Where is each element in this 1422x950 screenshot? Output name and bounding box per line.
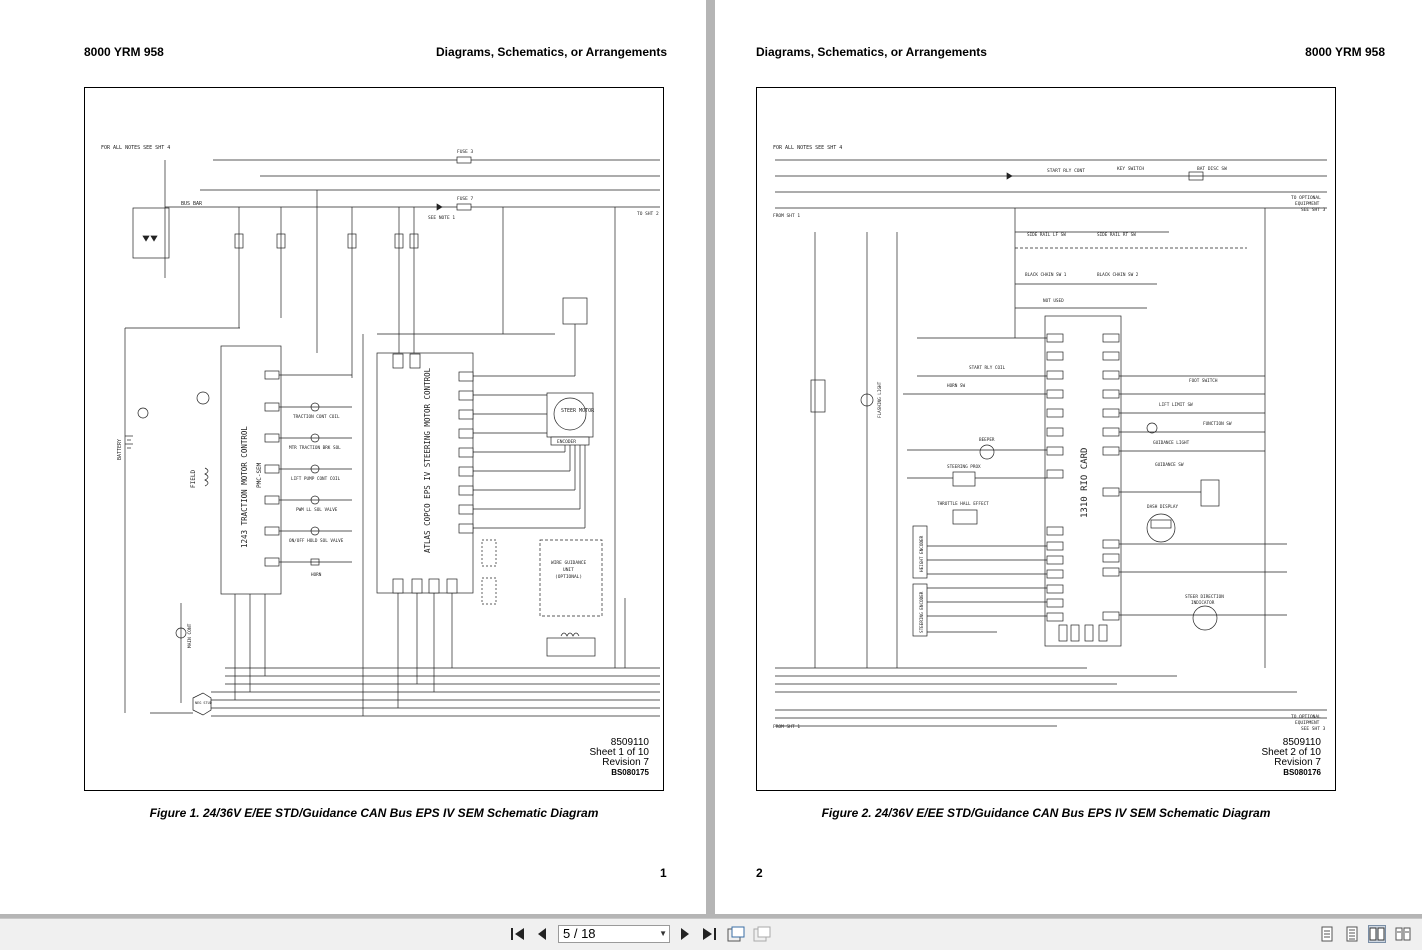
svg-text:NEG STUD: NEG STUD [195,701,212,705]
title-block: 8509110 Sheet 1 of 10 Revision 7 BS08017… [590,738,650,778]
svg-text:STEERING PROX: STEERING PROX [947,464,981,470]
continuous-view-icon[interactable] [1343,925,1361,943]
svg-text:MAIN CONT: MAIN CONT [187,623,193,648]
svg-text:SEE SHT 3: SEE SHT 3 [1301,207,1326,213]
svg-text:BAT DISC SW: BAT DISC SW [1197,166,1227,172]
svg-text:PWM LL SOL VALVE: PWM LL SOL VALVE [296,507,338,513]
svg-text:HORN SW: HORN SW [947,383,966,389]
svg-text:UNIT: UNIT [563,567,574,573]
document-page-2: Diagrams, Schematics, or Arrangements 80… [715,0,1422,914]
svg-text:SEE NOTE 1: SEE NOTE 1 [428,215,455,221]
revision-label: Revision 7 [1274,757,1321,768]
sheet-count: Sheet 1 of 10 [589,747,650,758]
svg-text:(OPTIONAL): (OPTIONAL) [555,574,582,580]
schematic-diagram: FOR ALL NOTES SEE SHT 4 BUS BAR FUSE 3 F… [101,145,660,717]
page-number: 2 [756,866,763,880]
figure-caption: Figure 1. 24/36V E/EE STD/Guidance CAN B… [149,806,599,820]
svg-text:TRACTION CONT COIL: TRACTION CONT COIL [293,414,340,420]
svg-text:BLACK CHAIN SW 2: BLACK CHAIN SW 2 [1097,272,1139,278]
svg-text:FUSE 3: FUSE 3 [457,149,474,155]
svg-text:WIRE GUIDANCE: WIRE GUIDANCE [551,560,587,566]
traction-controller-label: 1243 TRACTION MOTOR CONTROL [240,426,249,548]
svg-text:BUS BAR: BUS BAR [181,201,203,207]
svg-text:FOOT SWITCH: FOOT SWITCH [1189,378,1218,384]
schematic-frame: FOR ALL NOTES SEE SHT 4 FROM SHT 1 TO OP… [756,87,1336,791]
next-page-icon[interactable] [676,925,694,943]
steering-controller-label: ATLAS COPCO EPS IV STEERING MOTOR CONTRO… [423,367,432,553]
svg-text:SIDE RAIL RT SW: SIDE RAIL RT SW [1097,232,1136,238]
svg-text:STEER DIRECTION: STEER DIRECTION [1185,594,1224,600]
schematic-frame: FOR ALL NOTES SEE SHT 4 BUS BAR FUSE 3 F… [84,87,664,791]
title-block: 8509110 Sheet 2 of 10 Revision 7 BS08017… [1262,738,1322,778]
page-number-input[interactable]: 5 / 18 ▼ [558,925,670,943]
svg-text:KEY SWITCH: KEY SWITCH [1117,166,1144,172]
svg-text:EQUIPMENT: EQUIPMENT [1295,720,1320,726]
two-page-view-icon[interactable] [1368,925,1386,943]
page-navigation-toolbar: 5 / 18 ▼ [0,918,1422,950]
svg-text:STEER MOTOR: STEER MOTOR [561,408,595,414]
svg-text:ENCODER: ENCODER [557,439,576,445]
page-number: 1 [660,866,667,880]
rio-card-label: 1310 RIO CARD [1080,448,1090,518]
header-section-title: Diagrams, Schematics, or Arrangements [756,45,987,59]
svg-text:START RLY COIL: START RLY COIL [969,365,1006,371]
drawing-number: 8509110 [610,737,649,748]
svg-text:INDICATOR: INDICATOR [1191,600,1215,606]
fit-width-icon[interactable] [753,925,771,943]
chevron-down-icon[interactable]: ▼ [659,929,667,938]
svg-text:MTR TRACTION BRK SOL: MTR TRACTION BRK SOL [289,445,341,451]
svg-text:FUNCTION SW: FUNCTION SW [1203,421,1232,427]
drawing-number: 8509110 [1282,737,1321,748]
svg-text:DASH DISPLAY: DASH DISPLAY [1147,504,1178,510]
first-page-icon[interactable] [509,925,527,943]
figure-caption: Figure 2. 24/36V E/EE STD/Guidance CAN B… [821,806,1271,820]
svg-text:FROM SHT 1: FROM SHT 1 [773,213,800,219]
svg-text:TO SHT 2: TO SHT 2 [637,211,659,217]
svg-text:PMC-SEM: PMC-SEM [256,462,263,488]
header-manual-code: 8000 YRM 958 [1305,45,1385,59]
svg-text:LIFT LIMIT SW: LIFT LIMIT SW [1159,402,1193,408]
previous-page-icon[interactable] [533,925,551,943]
svg-text:FROM SHT 1: FROM SHT 1 [773,724,800,730]
page-display: 5 / 18 [563,926,596,941]
svg-text:NOT USED: NOT USED [1043,298,1064,304]
svg-text:BEEPER: BEEPER [979,437,995,443]
last-page-icon[interactable] [700,925,718,943]
svg-text:SEE SHT 3: SEE SHT 3 [1301,726,1326,732]
svg-text:TO OPTIONAL: TO OPTIONAL [1291,195,1321,201]
svg-text:GUIDANCE SW: GUIDANCE SW [1155,462,1184,468]
header-section-title: Diagrams, Schematics, or Arrangements [436,45,667,59]
single-page-view-icon[interactable] [1318,925,1336,943]
svg-text:STEERING ENCODER: STEERING ENCODER [919,591,925,633]
document-page-1: 8000 YRM 958 Diagrams, Schematics, or Ar… [0,0,706,914]
drawing-code: BS080176 [1283,768,1321,777]
document-viewport[interactable]: 8000 YRM 958 Diagrams, Schematics, or Ar… [0,0,1422,918]
svg-text:HEIGHT ENCODER: HEIGHT ENCODER [919,535,925,572]
svg-text:FOR ALL NOTES SEE SHT 4: FOR ALL NOTES SEE SHT 4 [773,145,842,151]
svg-text:START RLY CONT: START RLY CONT [1047,168,1085,174]
svg-text:GUIDANCE LIGHT: GUIDANCE LIGHT [1153,440,1190,446]
two-page-continuous-icon[interactable] [1394,925,1412,943]
svg-text:FLASHING LIGHT: FLASHING LIGHT [877,381,883,418]
drawing-code: BS080175 [611,768,649,777]
svg-text:THROTTLE HALL EFFECT: THROTTLE HALL EFFECT [937,501,989,507]
svg-text:BLACK CHAIN SW 1: BLACK CHAIN SW 1 [1025,272,1067,278]
svg-text:BATTERY: BATTERY [117,439,123,460]
fit-page-icon[interactable] [727,925,745,943]
svg-text:FUSE 7: FUSE 7 [457,196,474,202]
sheet-count: Sheet 2 of 10 [1261,747,1322,758]
svg-text:EQUIPMENT: EQUIPMENT [1295,201,1320,207]
revision-label: Revision 7 [602,757,649,768]
svg-text:SIDE RAIL LF SW: SIDE RAIL LF SW [1027,232,1066,238]
notes-label: FOR ALL NOTES SEE SHT 4 [101,145,170,151]
svg-text:ON/OFF HOLD SOL VALVE: ON/OFF HOLD SOL VALVE [289,538,344,544]
svg-text:TO OPTIONAL: TO OPTIONAL [1291,714,1321,720]
header-manual-code: 8000 YRM 958 [84,45,164,59]
svg-text:HORN: HORN [311,572,322,578]
svg-text:LIFT PUMP CONT COIL: LIFT PUMP CONT COIL [291,476,341,482]
schematic-diagram: FOR ALL NOTES SEE SHT 4 FROM SHT 1 TO OP… [773,145,1327,732]
svg-text:FIELD: FIELD [190,470,197,488]
